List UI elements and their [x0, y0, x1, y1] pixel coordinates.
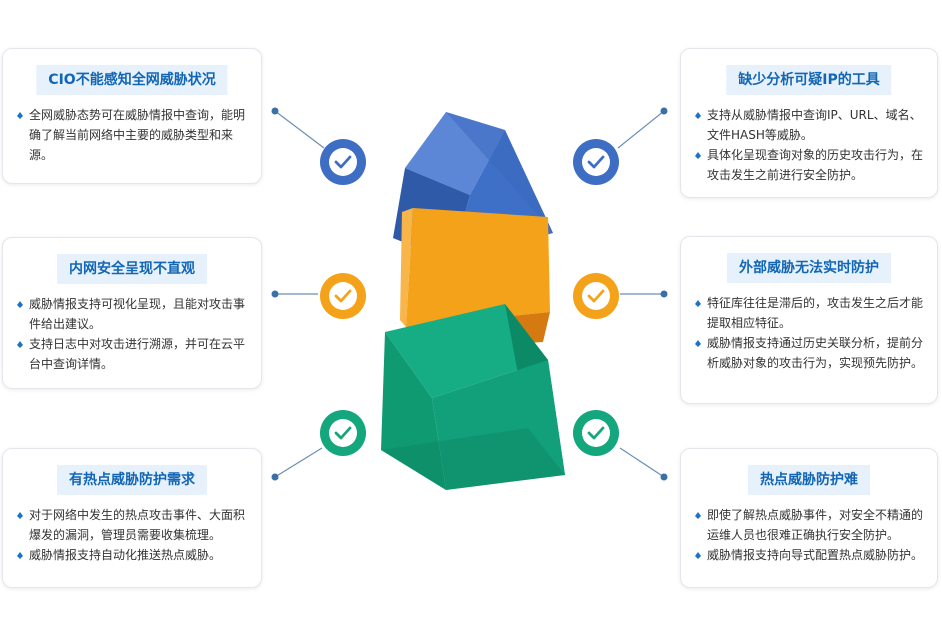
card-bullet: 即使了解热点威胁事件，对安全不精通的运维人员也很难正确执行安全防护。 — [695, 505, 927, 545]
card-bullet: 支持从威胁情报中查询IP、URL、域名、文件HASH等威胁。 — [695, 105, 927, 145]
check-icon-4 — [573, 139, 619, 185]
card-bullet-list: 威胁情报支持可视化呈现，且能对攻击事件给出建议。 支持日志中对攻击进行溯源，并可… — [17, 294, 251, 374]
card-bullet-list: 对于网络中发生的热点攻击事件、大面积爆发的漏洞，管理员需要收集梳理。 威胁情报支… — [17, 505, 251, 565]
card-title: CIO不能感知全网威胁状况 — [36, 65, 228, 95]
check-icon-3 — [320, 410, 366, 456]
connector-dot-4 — [660, 107, 668, 115]
card-title: 缺少分析可疑IP的工具 — [726, 65, 892, 95]
card-bullet: 威胁情报支持可视化呈现，且能对攻击事件给出建议。 — [17, 294, 251, 334]
card-title: 内网安全呈现不直观 — [57, 254, 207, 284]
card-intranet-security: 内网安全呈现不直观 威胁情报支持可视化呈现，且能对攻击事件给出建议。 支持日志中… — [2, 237, 262, 389]
card-bullet: 全网威胁态势可在威胁情报中查询，能明确了解当前网络中主要的威胁类型和来源。 — [17, 105, 251, 165]
card-title: 外部威胁无法实时防护 — [727, 253, 891, 283]
card-bullet: 威胁情报支持向导式配置热点威胁防护。 — [695, 545, 927, 565]
card-hotspot-protection: 热点威胁防护难 即使了解热点威胁事件，对安全不精通的运维人员也很难正确执行安全防… — [680, 448, 938, 588]
check-icon-5 — [573, 273, 619, 319]
connector-line-1 — [274, 110, 325, 149]
card-bullet-list: 即使了解热点威胁事件，对安全不精通的运维人员也很难正确执行安全防护。 威胁情报支… — [695, 505, 927, 565]
card-bullet: 特征库往往是滞后的，攻击发生之后才能提取相应特征。 — [695, 293, 927, 333]
card-title: 有热点威胁防护需求 — [57, 465, 207, 495]
connectors — [271, 107, 668, 481]
card-bullet-list: 特征库往往是滞后的，攻击发生之后才能提取相应特征。 威胁情报支持通过历史关联分析… — [695, 293, 927, 373]
card-bullet: 具体化呈现查询对象的历史攻击行为，在攻击发生之前进行安全防护。 — [695, 145, 927, 185]
card-cio-awareness: CIO不能感知全网威胁状况 全网威胁态势可在威胁情报中查询，能明确了解当前网络中… — [2, 48, 262, 184]
card-bullet: 对于网络中发生的热点攻击事件、大面积爆发的漏洞，管理员需要收集梳理。 — [17, 505, 251, 545]
card-hotspot-need: 有热点威胁防护需求 对于网络中发生的热点攻击事件、大面积爆发的漏洞，管理员需要收… — [2, 448, 262, 588]
connector-line-3 — [274, 447, 323, 478]
connector-dot-3 — [271, 473, 279, 481]
green-cube — [381, 304, 565, 490]
connector-dot-6 — [660, 473, 668, 481]
card-bullet-list: 支持从威胁情报中查询IP、URL、域名、文件HASH等威胁。 具体化呈现查询对象… — [695, 105, 927, 185]
connector-line-4 — [617, 110, 665, 149]
card-ip-analysis: 缺少分析可疑IP的工具 支持从威胁情报中查询IP、URL、域名、文件HASH等威… — [680, 48, 938, 198]
connector-dot-2 — [271, 290, 279, 298]
check-icon-1 — [320, 139, 366, 185]
card-bullet: 威胁情报支持通过历史关联分析，提前分析威胁对象的攻击行为，实现预先防护。 — [695, 333, 927, 373]
connector-line-6 — [619, 447, 665, 478]
card-bullet: 威胁情报支持自动化推送热点威胁。 — [17, 545, 251, 565]
connector-dot-5 — [660, 290, 668, 298]
card-title: 热点威胁防护难 — [748, 465, 870, 495]
card-bullet: 支持日志中对攻击进行溯源，并可在云平台中查询详情。 — [17, 334, 251, 374]
check-icon-6 — [573, 410, 619, 456]
card-bullet-list: 全网威胁态势可在威胁情报中查询，能明确了解当前网络中主要的威胁类型和来源。 — [17, 105, 251, 165]
card-external-threat: 外部威胁无法实时防护 特征库往往是滞后的，攻击发生之后才能提取相应特征。 威胁情… — [680, 236, 938, 404]
connector-dot-1 — [271, 107, 279, 115]
check-icon-2 — [320, 273, 366, 319]
